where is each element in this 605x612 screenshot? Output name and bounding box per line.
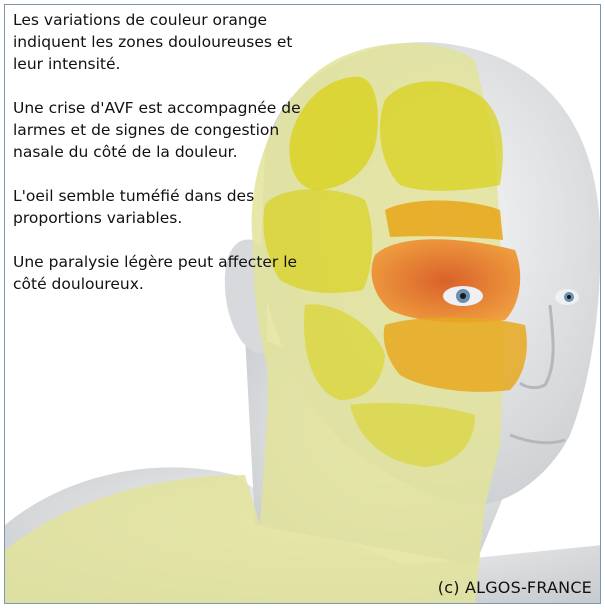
paragraph-pain-zones: Les variations de couleur orange indique… [13, 9, 313, 75]
paragraph-crisis-signs: Une crise d'AVF est accompagnée de larme… [13, 97, 313, 163]
illustration-frame: Les variations de couleur orange indique… [4, 4, 601, 604]
description-text: Les variations de couleur orange indique… [13, 9, 313, 317]
zone-cheek-upper [385, 201, 503, 240]
pupil-right [567, 295, 571, 299]
pupil-left [460, 293, 466, 299]
paragraph-paralysis: Une paralysie légère peut affecter le cô… [13, 251, 313, 295]
copyright-caption: (c) ALGOS-FRANCE [438, 578, 592, 597]
paragraph-eye: L'oeil semble tuméfié dans des proportio… [13, 185, 313, 229]
zone-eye [371, 239, 520, 322]
